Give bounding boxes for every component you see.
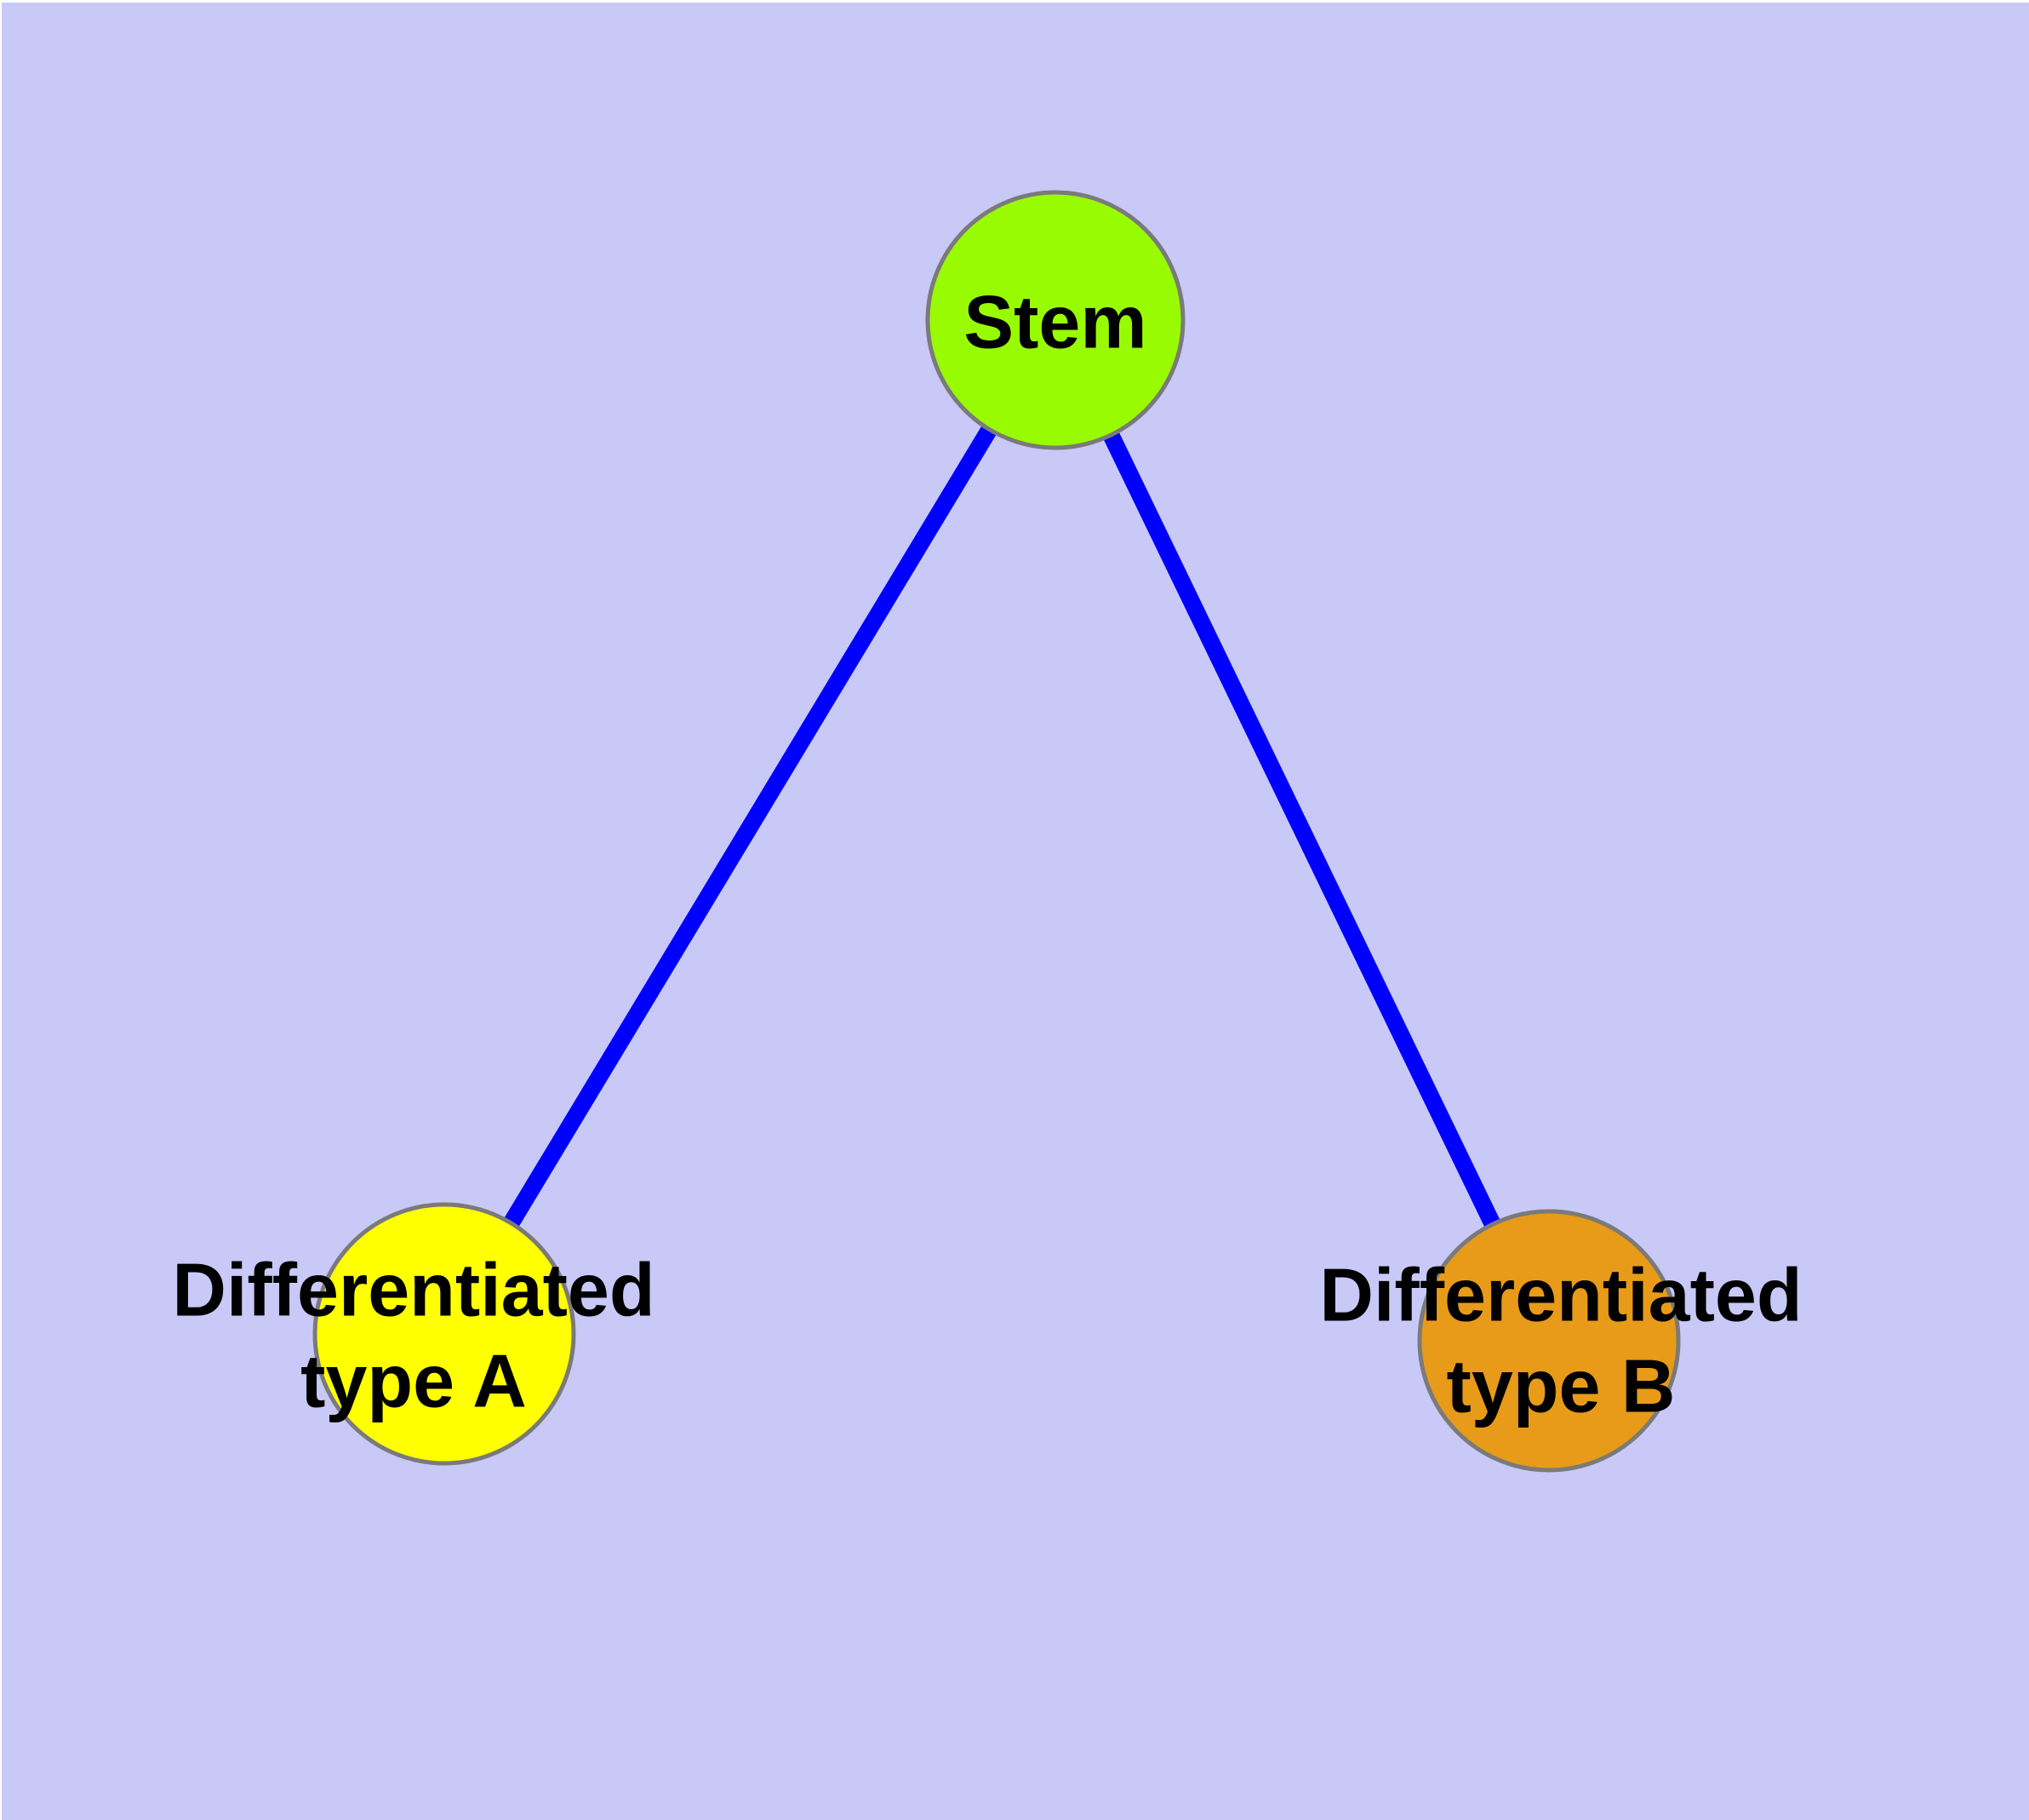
edge-stem-to-type-b — [1047, 316, 1557, 1345]
node-label-type-a-line1: Differentiated — [172, 1247, 655, 1332]
node-label-type-b: Differentiated type B — [1319, 1250, 1802, 1433]
node-label-stem: Stem — [963, 276, 1146, 367]
node-label-stem-text: Stem — [963, 279, 1147, 364]
node-label-type-b-line2: type B — [1446, 1344, 1676, 1428]
node-circle-type-b — [1417, 1209, 1681, 1473]
node-label-type-a-line2: type A — [300, 1339, 527, 1423]
node-circle-stem — [925, 190, 1186, 450]
graph-layer — [312, 190, 1681, 1473]
edge-stem-to-type-a — [437, 315, 1063, 1339]
node-circle-type-a — [312, 1202, 576, 1466]
node-label-type-a: Differentiated type A — [172, 1245, 654, 1428]
node-label-type-b-line1: Differentiated — [1319, 1252, 1803, 1337]
